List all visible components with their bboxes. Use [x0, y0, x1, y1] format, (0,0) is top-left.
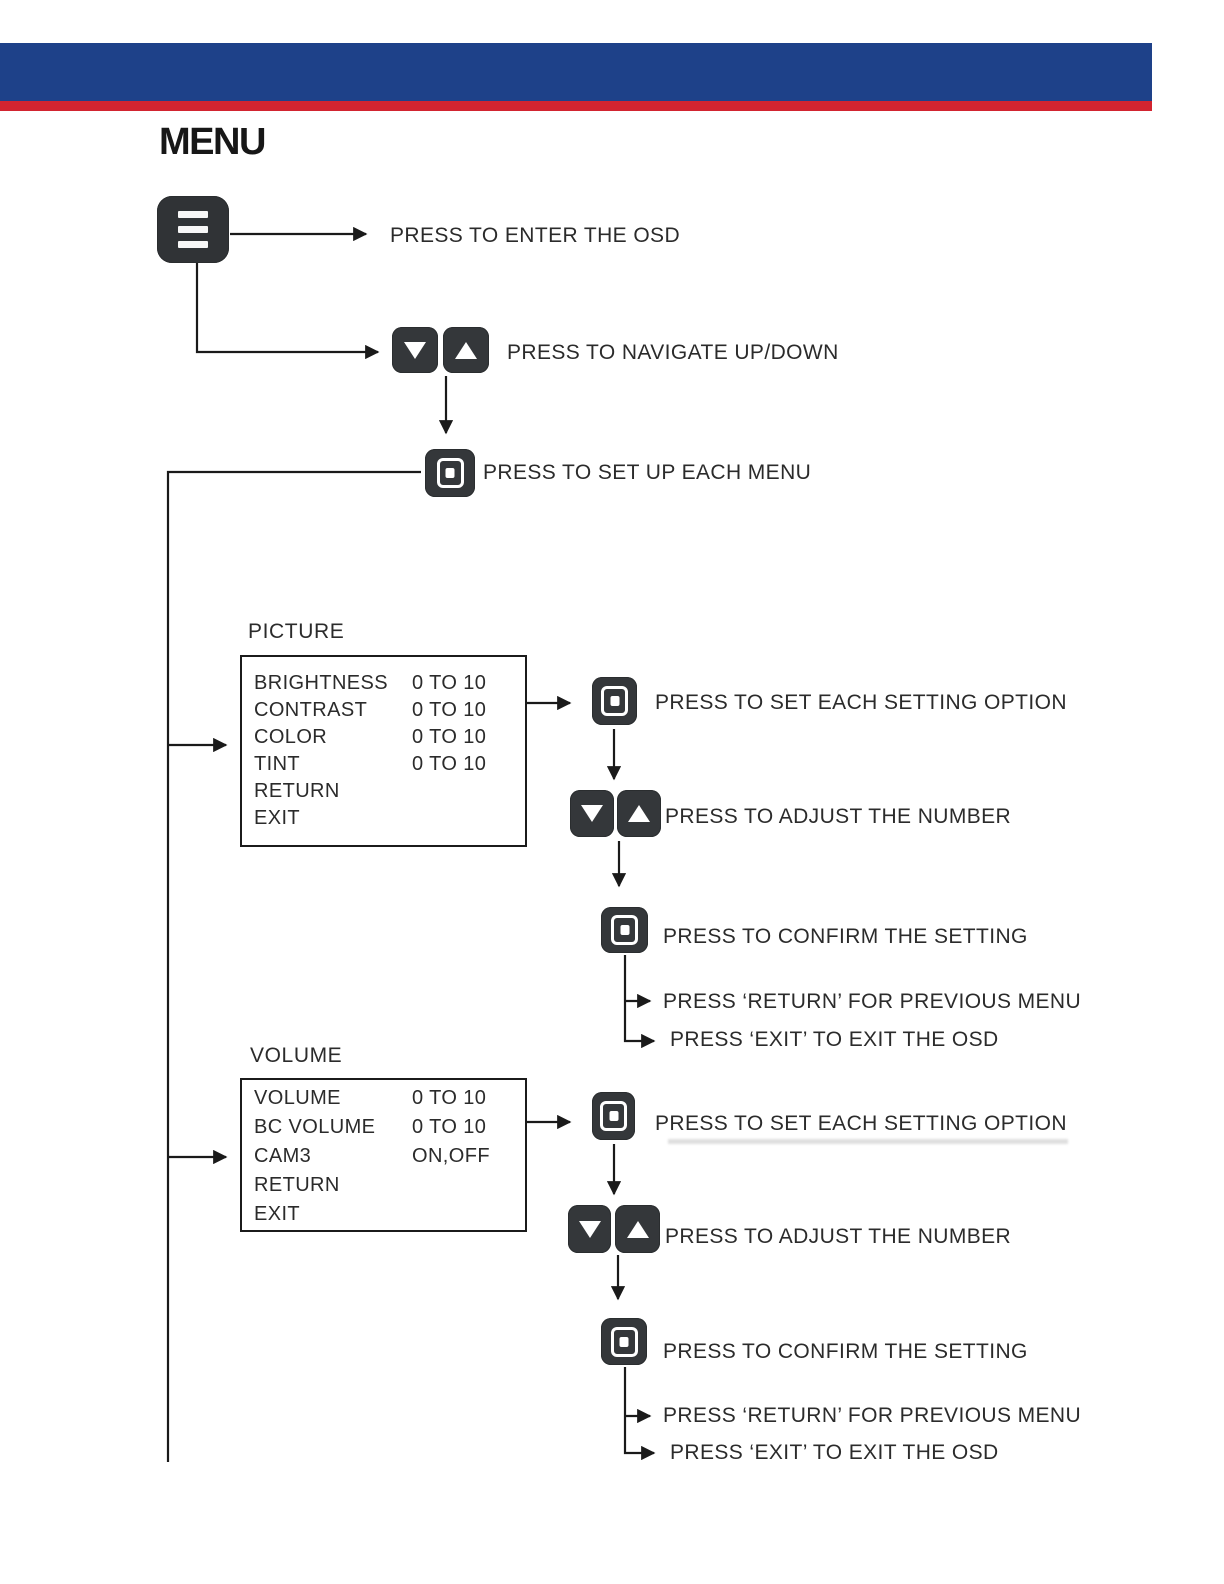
down-button	[392, 327, 438, 373]
menu-item-brightness: BRIGHTNESS 0 TO 10	[254, 670, 525, 697]
setup-menu-label: PRESS TO SET UP EACH MENU	[483, 461, 812, 484]
set-option-label: PRESS TO SET EACH SETTING OPTION	[655, 691, 1067, 714]
menu-item-exit: EXIT	[254, 1200, 525, 1229]
exit-note: PRESS ‘EXIT’ TO EXIT THE OSD	[670, 1441, 999, 1464]
volume-menu-box: VOLUME 0 TO 10 BC VOLUME 0 TO 10 CAM3 ON…	[240, 1078, 527, 1232]
menu-item-volume: VOLUME 0 TO 10	[254, 1084, 525, 1113]
arrow-down-icon	[578, 1220, 601, 1238]
item-value: 0 TO 10	[412, 672, 487, 694]
menu-button	[157, 196, 229, 263]
item-name: RETURN	[254, 1174, 340, 1196]
up-button	[443, 327, 489, 373]
item-name: TINT	[254, 753, 301, 775]
item-name: CONTRAST	[254, 699, 368, 721]
return-note: PRESS ‘RETURN’ FOR PREVIOUS MENU	[663, 990, 1082, 1013]
menu-item-return: RETURN	[254, 778, 525, 805]
set-square-icon	[611, 915, 638, 945]
picture-menu-box: BRIGHTNESS 0 TO 10 CONTRAST 0 TO 10 COLO…	[240, 655, 527, 847]
menu-item-tint: TINT 0 TO 10	[254, 751, 525, 778]
picture-menu-title: PICTURE	[248, 620, 345, 643]
menu-item-cam3: CAM3 ON,OFF	[254, 1142, 525, 1171]
menu-item-color: COLOR 0 TO 10	[254, 724, 525, 751]
set-button	[601, 907, 648, 953]
item-name: EXIT	[254, 1203, 301, 1225]
adjust-label: PRESS TO ADJUST THE NUMBER	[665, 805, 1012, 828]
item-value: 0 TO 10	[412, 753, 487, 775]
set-button	[425, 449, 475, 497]
menu-item-exit: EXIT	[254, 805, 525, 832]
up-button	[617, 790, 661, 837]
up-button	[615, 1205, 660, 1253]
confirm-label: PRESS TO CONFIRM THE SETTING	[663, 925, 1028, 948]
item-name: COLOR	[254, 726, 328, 748]
down-button	[568, 1205, 611, 1253]
item-name: VOLUME	[254, 1087, 341, 1109]
item-name: EXIT	[254, 807, 301, 829]
navigate-label: PRESS TO NAVIGATE UP/DOWN	[507, 341, 839, 364]
item-name: RETURN	[254, 780, 340, 802]
set-square-icon	[601, 686, 628, 716]
page-title: MENU	[159, 121, 266, 163]
item-value: 0 TO 10	[412, 1087, 487, 1109]
down-button	[570, 790, 614, 837]
item-value: 0 TO 10	[412, 726, 487, 748]
menu-item-contrast: CONTRAST 0 TO 10	[254, 697, 525, 724]
adjust-label: PRESS TO ADJUST THE NUMBER	[665, 1225, 1012, 1248]
set-option-label: PRESS TO SET EACH SETTING OPTION	[655, 1112, 1067, 1135]
item-value: 0 TO 10	[412, 699, 487, 721]
enter-osd-label: PRESS TO ENTER THE OSD	[390, 224, 681, 247]
set-button	[592, 677, 637, 725]
item-name: CAM3	[254, 1145, 312, 1167]
arrow-up-icon	[455, 341, 477, 359]
set-button	[592, 1092, 635, 1140]
item-name: BC VOLUME	[254, 1116, 376, 1138]
return-note: PRESS ‘RETURN’ FOR PREVIOUS MENU	[663, 1404, 1082, 1427]
item-name: BRIGHTNESS	[254, 672, 389, 694]
exit-note: PRESS ‘EXIT’ TO EXIT THE OSD	[670, 1028, 999, 1051]
menu-item-return: RETURN	[254, 1171, 525, 1200]
hamburger-icon	[178, 211, 208, 248]
arrow-down-icon	[404, 341, 426, 359]
set-square-icon	[436, 458, 464, 488]
set-square-icon	[600, 1101, 627, 1131]
arrow-down-icon	[581, 805, 603, 822]
confirm-label: PRESS TO CONFIRM THE SETTING	[663, 1340, 1028, 1363]
arrow-up-icon	[626, 1220, 649, 1238]
item-value: 0 TO 10	[412, 1116, 487, 1138]
set-button	[601, 1318, 647, 1365]
menu-item-bc-volume: BC VOLUME 0 TO 10	[254, 1113, 525, 1142]
arrow-up-icon	[628, 805, 650, 822]
header-bar	[0, 43, 1152, 101]
set-square-icon	[610, 1326, 638, 1357]
item-value: ON,OFF	[412, 1145, 490, 1167]
scan-artifact	[668, 1139, 1068, 1144]
volume-menu-title: VOLUME	[250, 1044, 343, 1067]
header-stripe	[0, 101, 1152, 111]
